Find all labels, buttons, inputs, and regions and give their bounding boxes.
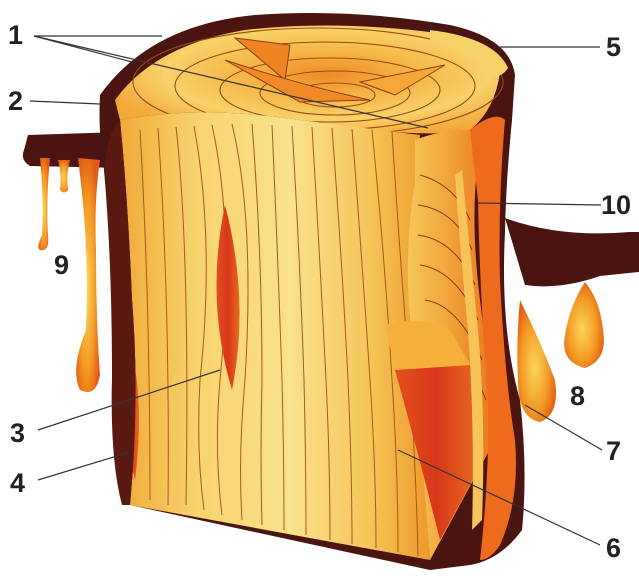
resin-drop-right: [564, 282, 604, 368]
label-5: 5: [606, 34, 621, 61]
right-branch: [505, 218, 639, 286]
resin-drip-left-small: [38, 158, 50, 250]
longitudinal-face: [120, 113, 430, 561]
label-8: 8: [570, 383, 585, 410]
resin-drop-right-long: [517, 300, 556, 422]
label-7: 7: [606, 438, 621, 465]
label-2: 2: [8, 88, 23, 115]
label-6: 6: [606, 535, 621, 562]
label-10: 10: [601, 192, 631, 219]
label-1: 1: [8, 22, 23, 49]
resin-drip-left-long: [76, 158, 100, 392]
label-9: 9: [54, 252, 69, 279]
label-3: 3: [10, 420, 25, 447]
resin-drip-left-small-2: [58, 160, 70, 193]
label-4: 4: [10, 470, 25, 497]
